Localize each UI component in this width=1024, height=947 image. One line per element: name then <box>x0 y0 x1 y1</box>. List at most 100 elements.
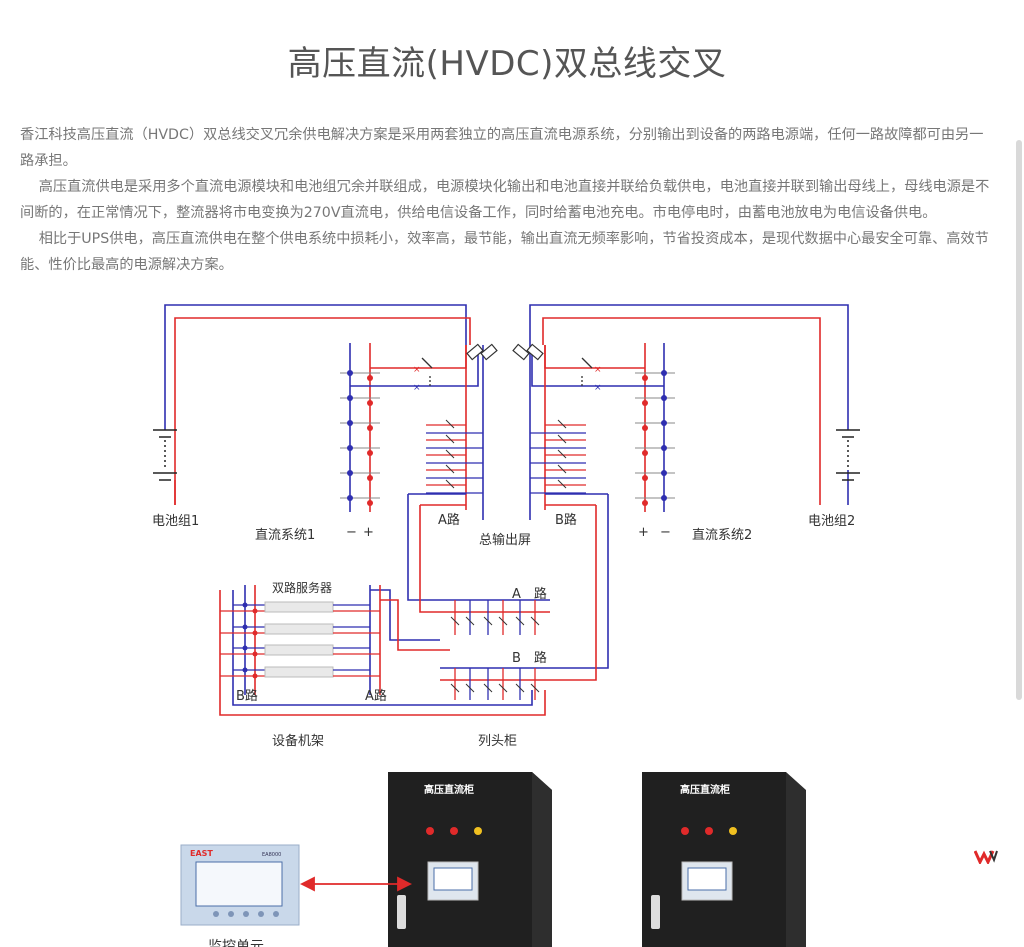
rack-node <box>252 651 258 657</box>
svg-text:×: × <box>413 383 421 393</box>
sys1-minus-node <box>347 420 353 426</box>
b-road-label: B路 <box>555 512 577 528</box>
sys1-plus-node <box>367 450 373 456</box>
sys2-plus-node <box>642 475 648 481</box>
main-output-label: 总输出屏 <box>479 532 531 548</box>
a-road-label: A路 <box>438 512 460 528</box>
rack-node <box>252 608 258 614</box>
column-a-switch <box>515 616 525 626</box>
battery2-red-loop <box>542 317 821 505</box>
rack-b-label: B路 <box>236 688 258 704</box>
rack-node <box>252 630 258 636</box>
sys1-minus-node <box>347 495 353 501</box>
column-b-switch <box>483 683 493 693</box>
main-b-switch <box>557 464 567 474</box>
connection-arrow <box>299 876 413 892</box>
intro-paragraph: 相比于UPS供电，高压直流供电在整个供电系统中损耗小，效率高，最节能，输出直流无… <box>20 231 989 273</box>
main-a-switch <box>445 464 455 474</box>
server-unit <box>264 644 334 656</box>
rack-node <box>242 645 248 651</box>
monitor-unit: EAST EA8000 监控单元 <box>180 844 300 947</box>
sys1-plus-node <box>367 400 373 406</box>
sys1-plus-node <box>367 375 373 381</box>
svg-text:×: × <box>413 365 421 375</box>
sys2-minus-node <box>661 495 667 501</box>
sys2-minus-label: − <box>660 525 671 540</box>
hvdc-cabinet-2: 高压直流柜 <box>642 772 806 947</box>
dc-system2-label: 直流系统2 <box>692 528 752 543</box>
rack-node <box>252 673 258 679</box>
main-b-switch <box>557 419 567 429</box>
monitor-model: EA8000 <box>262 852 281 858</box>
column-a-switch <box>530 616 540 626</box>
column-a-switch <box>450 616 460 626</box>
monitor-brand: EAST <box>190 849 213 858</box>
server-unit <box>264 666 334 678</box>
svg-text:×: × <box>594 383 602 393</box>
rack-node <box>242 667 248 673</box>
sys2-plus-node <box>642 400 648 406</box>
sys1-minus-node <box>347 370 353 376</box>
battery1-symbol <box>153 429 177 481</box>
sys1-minus-node <box>347 395 353 401</box>
main-a-switch <box>445 434 455 444</box>
main-output-switches <box>466 343 544 361</box>
rack-node <box>242 624 248 630</box>
column-b-switch <box>450 683 460 693</box>
battery1-label: 电池组1 <box>152 514 199 529</box>
monitor-caption: 监控单元 <box>208 939 264 947</box>
sys1-minus-label: − <box>346 525 357 540</box>
rack-node <box>242 602 248 608</box>
scrollbar[interactable] <box>1016 140 1022 700</box>
main-a-switch <box>445 449 455 459</box>
main-a-switch <box>445 479 455 489</box>
main-b-switch <box>557 479 567 489</box>
battery2-symbol <box>836 429 860 481</box>
sys2-minus-node <box>661 445 667 451</box>
intro-text: 香江科技高压直流（HVDC）双总线交叉冗余供电解决方案是采用两套独立的高压直流电… <box>20 122 995 278</box>
hvdc-cabinet-1: 高压直流柜 <box>388 772 552 947</box>
battery1-blue-loop <box>164 304 467 430</box>
sys2-minus-node <box>661 420 667 426</box>
sys2-minus-node <box>661 370 667 376</box>
rack-a-label: A路 <box>365 688 387 704</box>
column-b-switch <box>498 683 508 693</box>
a-bus-label: A 路 <box>512 586 547 602</box>
battery1-red-loop <box>174 317 471 505</box>
sys2-plus-label: + <box>638 525 649 540</box>
logo-icon <box>974 850 998 864</box>
column-a-switch <box>483 616 493 626</box>
main-b-switch <box>557 449 567 459</box>
sys2-plus-node <box>642 450 648 456</box>
main-b-switch <box>557 434 567 444</box>
svg-text:×: × <box>594 365 602 375</box>
sys2-minus-node <box>661 395 667 401</box>
b-bus-label: B 路 <box>512 650 547 666</box>
equipment-rack-label: 设备机架 <box>272 733 324 749</box>
column-a-switch <box>498 616 508 626</box>
dual-server-label: 双路服务器 <box>272 580 332 595</box>
sys2-plus-node <box>642 375 648 381</box>
column-cabinet-label: 列头柜 <box>478 734 517 749</box>
dc-system1-label: 直流系统1 <box>255 528 315 543</box>
column-a-switch <box>465 616 475 626</box>
battery2-blue-loop <box>529 304 849 430</box>
sys1-minus-node <box>347 470 353 476</box>
sys1-minus-node <box>347 445 353 451</box>
sys1-plus-node <box>367 475 373 481</box>
column-b-switch <box>515 683 525 693</box>
sys1-plus-node <box>367 425 373 431</box>
cabinet-2-title: 高压直流柜 <box>680 783 730 796</box>
sys2-plus-node <box>642 500 648 506</box>
battery2-label: 电池组2 <box>808 514 855 529</box>
server-unit <box>264 601 334 613</box>
intro-paragraph: 香江科技高压直流（HVDC）双总线交叉冗余供电解决方案是采用两套独立的高压直流电… <box>20 127 984 169</box>
main-a-switch <box>445 419 455 429</box>
column-b-switch <box>465 683 475 693</box>
column-b-switch <box>530 683 540 693</box>
intro-paragraph: 高压直流供电是采用多个直流电源模块和电池组冗余并联组成，电源模块化输出和电池直接… <box>20 179 990 221</box>
sys2-minus-node <box>661 470 667 476</box>
page-title: 高压直流(HVDC)双总线交叉 <box>287 44 727 84</box>
sys2-plus-node <box>642 425 648 431</box>
cabinet-1-title: 高压直流柜 <box>424 783 474 796</box>
